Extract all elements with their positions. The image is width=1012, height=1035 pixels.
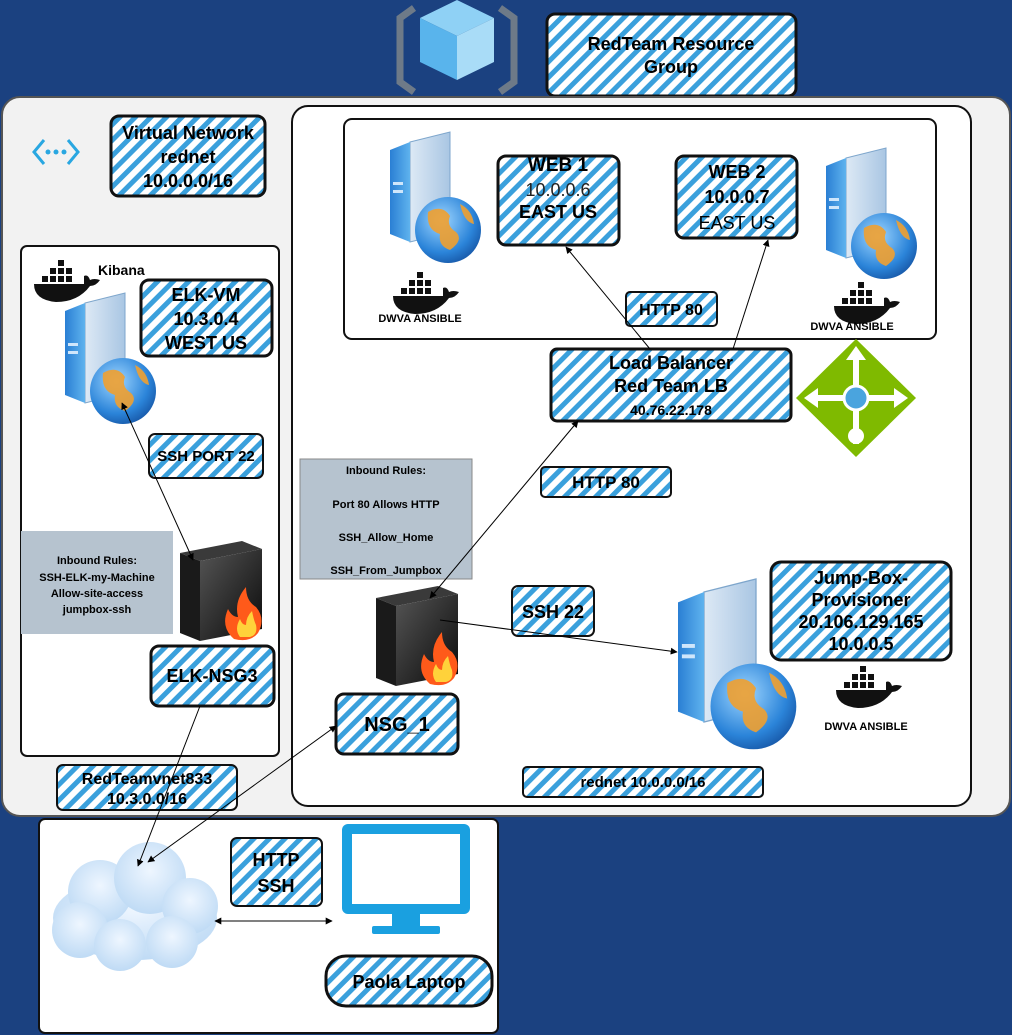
svg-text:SSH_Allow_Home: SSH_Allow_Home — [339, 532, 434, 544]
svg-text:SSH PORT 22: SSH PORT 22 — [157, 448, 255, 465]
svg-text:WEST US: WEST US — [165, 333, 247, 353]
web1-label: WEB 1 10.0.0.6 EAST US — [496, 154, 621, 247]
svg-text:HTTP 80: HTTP 80 — [572, 473, 640, 492]
svg-text:jumpbox-ssh: jumpbox-ssh — [62, 604, 132, 616]
svg-text:WEB 1: WEB 1 — [528, 155, 589, 176]
rednet-bottom-label: rednet 10.0.0.0/16 — [522, 766, 764, 798]
svg-text:SSH 22: SSH 22 — [522, 602, 584, 622]
svg-text:Inbound Rules:: Inbound Rules: — [57, 555, 137, 567]
load-balancer-icon — [796, 339, 916, 457]
svg-text:Load Balancer: Load Balancer — [609, 353, 733, 373]
svg-text:Port 80 Allows HTTP: Port 80 Allows HTTP — [332, 499, 439, 511]
svg-text:SSH_From_Jumpbox: SSH_From_Jumpbox — [330, 565, 442, 577]
svg-text:Red Team LB: Red Team LB — [614, 376, 728, 396]
elk-vnet-label: RedTeamvnet833 10.3.0.0/16 — [56, 764, 238, 811]
connector-lb-to-web2 — [732, 239, 770, 350]
ssh-22-label: SSH 22 — [511, 585, 595, 637]
http-80-lb-label: HTTP 80 — [540, 466, 672, 498]
web2-dwva-label: DWVA ANSIBLE — [810, 321, 893, 333]
web1-dwva-label: DWVA ANSIBLE — [378, 313, 461, 325]
elk-nsg-label: ELK-NSG3 — [149, 644, 276, 708]
svg-text:HTTP: HTTP — [253, 850, 300, 870]
svg-text:10.0.0.5: 10.0.0.5 — [828, 634, 893, 654]
svg-text:HTTP 80: HTTP 80 — [639, 302, 703, 319]
svg-text:10.0.0.0/16: 10.0.0.0/16 — [143, 171, 233, 191]
resource-group-label: RedTeam Resource Group — [545, 12, 798, 98]
svg-text:rednet: rednet — [160, 147, 215, 167]
jumpbox-label: Jump-Box- Provisioner 20.106.129.165 10.… — [769, 560, 953, 662]
web2-label: WEB 2 10.0.0.7 EAST US — [674, 154, 799, 240]
svg-text:SSH: SSH — [257, 876, 294, 896]
svg-text:SSH-ELK-my-Machine: SSH-ELK-my-Machine — [39, 572, 155, 584]
svg-text:10.3.0.4: 10.3.0.4 — [173, 309, 238, 329]
connectors — [121, 239, 770, 925]
svg-text:Jump-Box-: Jump-Box- — [814, 568, 908, 588]
svg-text:10.3.0.0/16: 10.3.0.0/16 — [107, 791, 187, 808]
svg-text:Provisioner: Provisioner — [811, 590, 910, 610]
connector-nsg1-to-jumpbox — [439, 619, 678, 655]
svg-text:RedTeamvnet833: RedTeamvnet833 — [82, 771, 213, 788]
http-80-web-label: HTTP 80 — [625, 291, 718, 327]
laptop-monitor-icon — [342, 824, 470, 934]
svg-text:NSG_1: NSG_1 — [364, 714, 430, 736]
connector-cloud-to-nsg1 — [147, 725, 337, 863]
svg-text:ELK-VM: ELK-VM — [172, 285, 241, 305]
svg-text:rednet 10.0.0.0/16: rednet 10.0.0.0/16 — [580, 774, 705, 791]
svg-text:ELK-NSG3: ELK-NSG3 — [166, 666, 257, 686]
nsg1-inbound-rules: Inbound Rules: Port 80 Allows HTTP SSH_A… — [299, 458, 473, 580]
jumpbox-dwva-label: DWVA ANSIBLE — [824, 721, 907, 733]
load-balancer-label: Load Balancer Red Team LB 40.76.22.178 — [549, 347, 793, 423]
kibana-label: Kibana — [98, 262, 145, 278]
svg-text:EAST US: EAST US — [519, 202, 597, 222]
nsg1-firewall-icon — [376, 586, 458, 686]
connector-nsg1-to-lb — [429, 420, 579, 599]
svg-text:10.0.0.6: 10.0.0.6 — [525, 180, 590, 200]
svg-text:10.0.0.7: 10.0.0.7 — [704, 187, 769, 207]
virtual-network-label: Virtual Network rednet 10.0.0.0/16 — [109, 114, 267, 198]
svg-text:Inbound Rules:: Inbound Rules: — [346, 465, 426, 477]
virtual-network-icon — [32, 139, 80, 165]
laptop-label: Paola Laptop — [324, 954, 494, 1008]
elk-vm-label: ELK-VM 10.3.0.4 WEST US — [139, 278, 274, 358]
svg-text:RedTeam Resource: RedTeam Resource — [588, 34, 755, 54]
svg-text:20.106.129.165: 20.106.129.165 — [798, 612, 923, 632]
elk-nsg-firewall-icon — [180, 541, 262, 641]
elk-ssh-label: SSH PORT 22 — [148, 433, 264, 479]
connector-elk-nsg-to-elk-vm — [121, 402, 194, 561]
svg-text:Allow-site-access: Allow-site-access — [51, 588, 143, 600]
svg-text:WEB 2: WEB 2 — [708, 162, 765, 182]
svg-text:Virtual Network: Virtual Network — [122, 123, 255, 143]
svg-text:40.76.22.178: 40.76.22.178 — [630, 402, 712, 418]
elk-inbound-rules: Inbound Rules: SSH-ELK-my-Machine Allow-… — [21, 531, 173, 634]
svg-text:Group: Group — [644, 57, 698, 77]
resource-group-icon — [396, 0, 518, 95]
svg-text:Paola Laptop: Paola Laptop — [352, 972, 465, 992]
svg-text:EAST US: EAST US — [699, 213, 776, 233]
nsg1-label: NSG_1 — [334, 692, 460, 756]
protocol-label: HTTP SSH — [230, 837, 323, 907]
connector-lb-to-web1 — [565, 246, 651, 350]
